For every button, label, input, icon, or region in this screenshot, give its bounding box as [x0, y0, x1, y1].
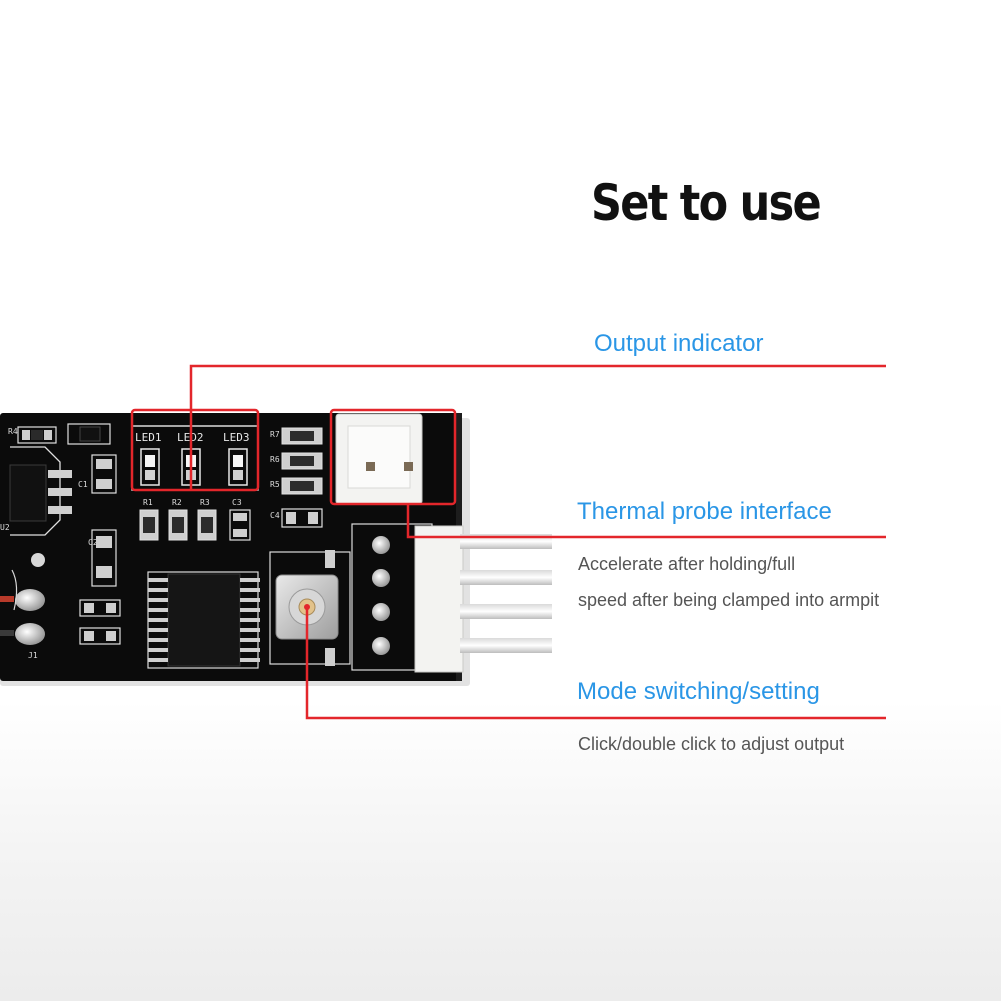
voltage-regulator: [9, 446, 72, 536]
smd-capacitor: [229, 509, 251, 541]
silk-label: C2: [88, 538, 98, 547]
silk-label: R6: [270, 455, 280, 464]
silk-label: C1: [78, 480, 88, 489]
silk-label: U2: [0, 523, 10, 532]
silk-label: R3: [200, 498, 210, 507]
smd-resistor: [281, 477, 323, 495]
silk-label: J1: [28, 651, 38, 660]
smd-capacitor: [281, 508, 323, 528]
solder-pad: [15, 589, 45, 611]
smd-resistor: [139, 509, 159, 541]
led-icon: [140, 448, 160, 486]
silk-label: R7: [270, 430, 280, 439]
via-pad: [31, 553, 45, 567]
callout-lines: [130, 364, 886, 720]
smd-capacitor: [79, 599, 121, 617]
chip-icon: [147, 571, 260, 669]
silk-trace: [11, 569, 18, 611]
smd-resistor: [197, 509, 217, 541]
callout-output-indicator-label: Output indicator: [594, 330, 764, 357]
smd-resistor: [168, 509, 188, 541]
fan-connector-icon: [351, 523, 552, 673]
led3-label: LED3: [223, 431, 250, 444]
smd-capacitor: [91, 529, 117, 587]
wire-lead: [0, 596, 14, 602]
silk-label: C3: [232, 498, 242, 507]
silk-label: R2: [172, 498, 182, 507]
silk-label: R4: [8, 427, 18, 436]
silk-label: R5: [270, 480, 280, 489]
led1-label: LED1: [135, 431, 162, 444]
smd-resistor: [281, 427, 323, 445]
callout-thermal-probe-label: Thermal probe interface: [577, 498, 832, 525]
smd-capacitor: [79, 627, 121, 645]
probe-connector-icon: [334, 413, 452, 505]
transistor: [67, 423, 111, 445]
wire-lead: [0, 630, 14, 636]
callout-thermal-probe-desc-line-1: Accelerate after holding/full: [578, 554, 796, 574]
silk-label: C4: [270, 511, 280, 520]
silk-label: R1: [143, 498, 153, 507]
smd-resistor: [281, 452, 323, 470]
smd-resistor: [17, 426, 57, 444]
page-title: Set to use: [591, 174, 822, 232]
led-icon: [228, 448, 248, 486]
callout-mode-switching-desc: Click/double click to adjust output: [578, 734, 845, 754]
smd-capacitor: [91, 454, 117, 494]
callout-mode-switching-label: Mode switching/setting: [577, 678, 820, 705]
callout-thermal-probe-desc-line-2: speed after being clamped into armpit: [578, 590, 880, 610]
solder-pad: [15, 623, 45, 645]
